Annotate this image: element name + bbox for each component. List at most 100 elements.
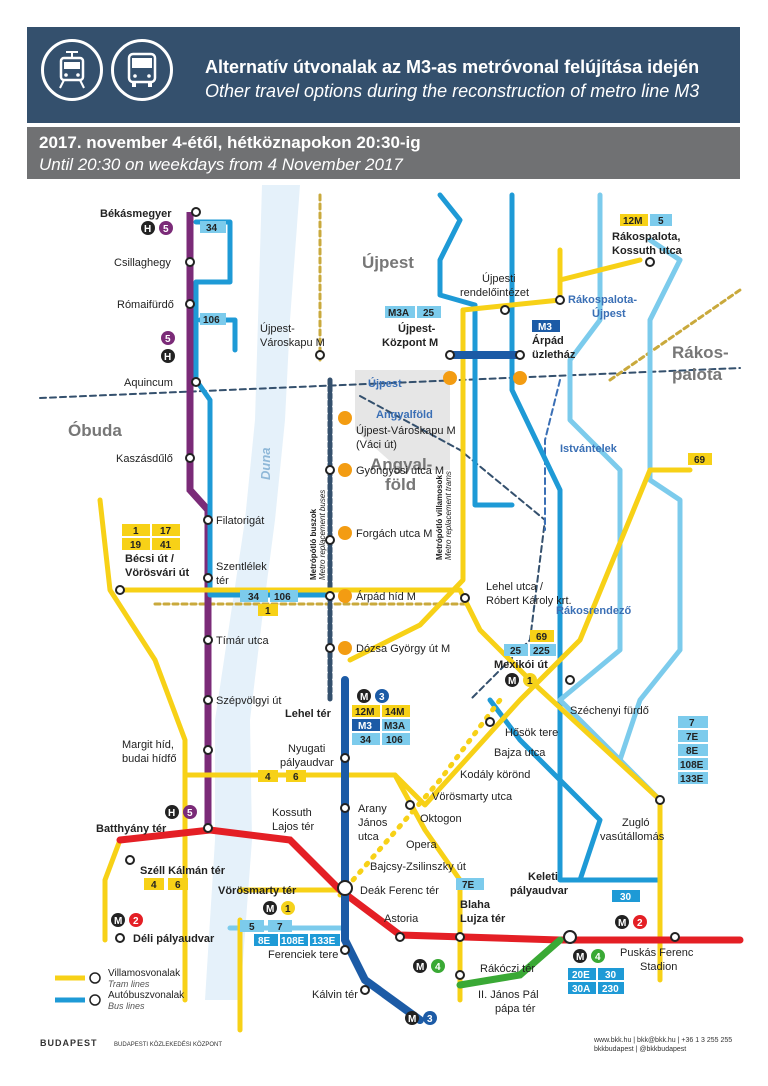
route-1-label: 1 xyxy=(265,606,271,617)
route-box-8e-b xyxy=(254,934,278,946)
stop-rakoczi[interactable] xyxy=(455,970,465,980)
stop-lehel-utca[interactable] xyxy=(460,593,470,603)
route-34-label: 34 xyxy=(206,223,218,234)
label-astoria: Astoria xyxy=(384,913,419,925)
label-dozsa: Dózsa György út M xyxy=(356,643,450,655)
stop-ferenciek[interactable] xyxy=(340,945,350,955)
m3-badge-kalvin-num: 3 xyxy=(427,1014,433,1025)
label-puskas-2: Stadion xyxy=(640,961,677,973)
stop-astoria[interactable] xyxy=(395,932,405,942)
stop-becsi-ut[interactable] xyxy=(115,585,125,595)
stop-romaifurdo[interactable] xyxy=(185,299,195,309)
label-vorosmarty-ter: Vörösmarty tér xyxy=(218,885,297,897)
stop-ujpest-varoskapu[interactable] xyxy=(315,350,325,360)
route-box-133e-b xyxy=(310,934,340,946)
metro-m4-line xyxy=(456,936,564,989)
stop-rakospalota-ujpest[interactable] xyxy=(555,295,565,305)
legend-tram-en: Tram lines xyxy=(108,979,150,989)
label-deak: Deák Ferenc tér xyxy=(360,885,439,897)
stop-arpad-uzlethaz[interactable] xyxy=(515,350,525,360)
route-12m-b-label: 12M xyxy=(623,216,642,227)
stop-csillaghegy[interactable] xyxy=(185,257,195,267)
label-deli: Déli pályaudvar xyxy=(133,933,215,945)
route-7-label: 7 xyxy=(689,718,695,729)
route-m3-label: M3 xyxy=(358,721,372,732)
route-m3a-north-label: M3A xyxy=(388,308,409,319)
bus-30-line xyxy=(437,192,515,508)
route-box-25-b xyxy=(504,644,528,656)
route-box-30-b xyxy=(598,968,624,980)
legend: Villamosvonalak Tram lines Autóbuszvonal… xyxy=(55,968,185,1011)
route-133e-label: 133E xyxy=(680,774,704,785)
h5-badge-batthyany-num: 5 xyxy=(187,808,193,819)
route-30b-label: 30 xyxy=(605,970,617,981)
stop-filatorigat[interactable] xyxy=(203,515,213,525)
route-25-label: 25 xyxy=(423,308,435,319)
stop-ujpesti-rendelo[interactable] xyxy=(500,305,510,315)
route-box-4-b xyxy=(144,878,164,890)
route-12m-label: 12M xyxy=(355,707,374,718)
stop-blaha[interactable] xyxy=(455,932,465,942)
stop-puskas[interactable] xyxy=(670,932,680,942)
volan-line-east xyxy=(608,288,742,382)
stop-szentlelek[interactable] xyxy=(203,573,213,583)
route-106c-label: 106 xyxy=(386,735,403,746)
route-box-30-c xyxy=(612,890,640,902)
label-blaha-1: Blaha xyxy=(460,899,491,911)
stop-bekasmegyer[interactable] xyxy=(191,207,201,217)
route-box-30a-b xyxy=(568,982,596,994)
stop-dozsa[interactable] xyxy=(325,643,335,653)
label-timar: Tímár utca xyxy=(216,635,269,647)
stop-forgach[interactable] xyxy=(325,535,335,545)
h5-badge-bekasmegyer xyxy=(159,221,173,235)
closed-gyongyosi xyxy=(338,463,352,477)
label-arany-2: János xyxy=(358,817,388,829)
stop-margit[interactable] xyxy=(203,745,213,755)
label-blaha-2: Lujza tér xyxy=(460,913,506,925)
stop-ujpest-kozpont[interactable] xyxy=(445,350,455,360)
stop-mexikoi[interactable] xyxy=(565,675,575,685)
stop-kaszasdulo[interactable] xyxy=(185,453,195,463)
m1-badge-mexikoi-num: 1 xyxy=(527,676,533,687)
route-5b-label: 5 xyxy=(249,922,255,933)
stop-oktogon[interactable] xyxy=(405,800,415,810)
area-obuda: Óbuda xyxy=(68,421,122,440)
stop-batthyany[interactable] xyxy=(203,823,213,833)
route-box-34-c xyxy=(352,733,380,745)
m1-badge-mexikoi xyxy=(523,673,537,687)
route-boxes: 34 106 34 106 1 1 17 19 41 4 6 4 6 12M 1… xyxy=(122,214,712,995)
stop-timar[interactable] xyxy=(203,635,213,645)
route-box-20e-b xyxy=(568,968,596,980)
stop-deak[interactable] xyxy=(337,880,353,896)
stop-rakospalota-kossuth[interactable] xyxy=(645,257,655,267)
stop-hosok[interactable] xyxy=(485,717,495,727)
stop-arpad-hid[interactable] xyxy=(325,591,335,601)
route-box-17 xyxy=(152,524,180,536)
rail-line-istvantelek xyxy=(544,379,561,531)
stop-zuglo[interactable] xyxy=(655,795,665,805)
route-25b-label: 25 xyxy=(510,646,522,657)
label-oktogon: Oktogon xyxy=(420,813,462,825)
stop-aquincum[interactable] xyxy=(191,377,201,387)
stop-gyongyosi[interactable] xyxy=(325,465,335,475)
header-title-hu: Alternatív útvonalak az M3-as metróvonal… xyxy=(205,57,700,77)
stop-kalvin[interactable] xyxy=(360,985,370,995)
m3-badge-lehel-num: 3 xyxy=(379,692,385,703)
route-box-1-b xyxy=(122,524,150,536)
route-34b-label: 34 xyxy=(248,592,260,603)
legend-tram-icon xyxy=(89,972,101,984)
label-angyalfold-rail: Angyalföld xyxy=(376,409,433,421)
stop-arany[interactable] xyxy=(340,803,350,813)
area-ujpest: Újpest xyxy=(362,253,414,272)
metro-bus-label-en: Metro replacement buses xyxy=(318,490,327,580)
label-ujpesti-rend-1: Újpesti xyxy=(482,272,516,285)
stop-deli[interactable] xyxy=(115,933,125,943)
tram-12m-14m-line xyxy=(347,307,466,663)
stop-szell-kalman[interactable] xyxy=(125,855,135,865)
stop-szepvolgyi[interactable] xyxy=(203,695,213,705)
m1-badge-vorosmarty xyxy=(281,901,295,915)
route-box-m3a xyxy=(382,719,410,731)
stop-nyugati[interactable] xyxy=(340,753,350,763)
stop-keleti[interactable] xyxy=(563,930,577,944)
